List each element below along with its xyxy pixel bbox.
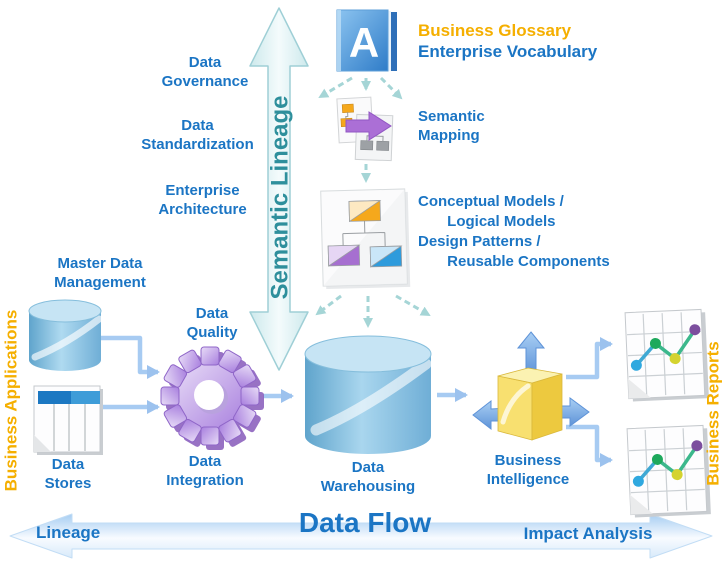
- bi-cube-icon: [472, 331, 590, 441]
- label-data-governance: Data Governance: [161, 54, 249, 90]
- semantic-lineage-arrow: [249, 7, 309, 371]
- label-master-data-management: Master Data Management: [54, 255, 146, 291]
- report-chart-icon-2: [626, 424, 711, 518]
- label-enterprise-architecture: Enterprise Architecture: [158, 182, 247, 218]
- label-data-stores: Data Stores: [44, 456, 92, 492]
- label-data-integration: Data Integration: [166, 453, 244, 489]
- label-semantic-mapping: Semantic Mapping: [418, 108, 485, 144]
- data-warehouse-icon: [304, 335, 432, 454]
- data-store-icon: [33, 385, 103, 455]
- label-lineage: Lineage: [36, 523, 101, 542]
- glossary-letter: A: [349, 19, 379, 66]
- models-icon: [320, 188, 411, 290]
- label-data-quality: Data Quality: [186, 305, 238, 341]
- report-chart-icon-1: [624, 308, 709, 402]
- semantic-mapping-icon: [336, 96, 394, 162]
- label-semantic-lineage: Semantic Lineage: [266, 95, 294, 300]
- label-business-applications: Business Applications: [1, 309, 21, 492]
- flow-connectors: [101, 335, 613, 467]
- label-data-standardization: Data Standardization: [141, 117, 254, 153]
- label-business-glossary: Business Glossary: [418, 21, 572, 40]
- data-flow-arrow: [9, 513, 713, 559]
- label-business-intelligence: Business Intelligence: [486, 452, 570, 488]
- glossary-book-icon: A: [336, 9, 397, 72]
- label-models: Conceptual Models / Logical Models Desig…: [418, 193, 610, 270]
- label-data-flow: Data Flow: [298, 507, 432, 538]
- label-enterprise-vocabulary: Enterprise Vocabulary: [418, 42, 598, 61]
- data-quality-gear-icon: [160, 346, 264, 450]
- label-business-reports: Business Reports: [703, 341, 723, 486]
- label-data-warehousing: Data Warehousing: [320, 459, 416, 495]
- mdm-cylinder-icon: [28, 299, 103, 371]
- label-impact-analysis: Impact Analysis: [523, 524, 653, 543]
